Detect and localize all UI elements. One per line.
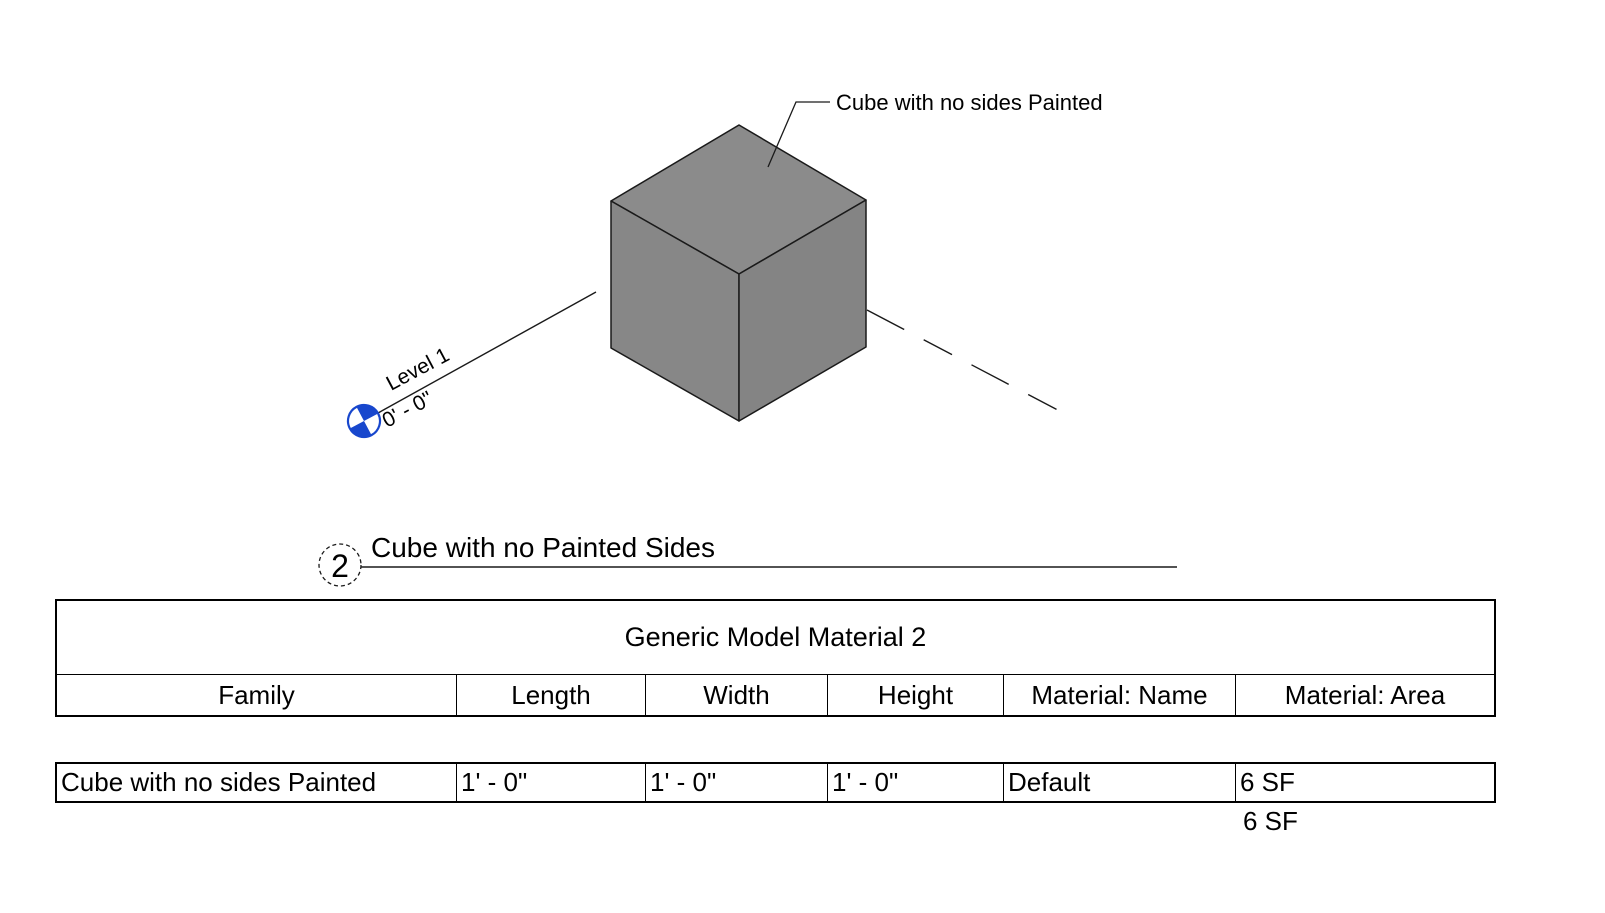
column-header-material-name[interactable]: Material: Name [1003, 675, 1235, 715]
level-elevation[interactable]: 0' - 0" [379, 387, 437, 432]
view-number[interactable]: 2 [331, 548, 349, 584]
cell-family[interactable]: Cube with no sides Painted [61, 767, 377, 797]
cell-width[interactable]: 1' - 0" [645, 764, 827, 801]
schedule-title[interactable]: Generic Model Material 2 [624, 622, 927, 652]
schedule-grand-total: 6 SF [1243, 806, 1298, 836]
schedule-data-row: Cube with no sides Painted 1' - 0" 1' - … [55, 762, 1496, 803]
cube-label[interactable]: Cube with no sides Painted [836, 90, 1103, 115]
column-header-material-area[interactable]: Material: Area [1235, 675, 1494, 715]
level-line[interactable] [377, 291, 597, 414]
cell-height[interactable]: 1' - 0" [827, 764, 1003, 801]
column-header-width[interactable]: Width [645, 675, 827, 715]
level-name[interactable]: Level 1 [383, 343, 454, 395]
level-line-dashed[interactable] [866, 309, 1072, 418]
cell-length[interactable]: 1' - 0" [456, 764, 645, 801]
view-title-text[interactable]: Cube with no Painted Sides [371, 532, 715, 563]
cube-right-face[interactable] [738, 199, 867, 422]
column-header-length[interactable]: Length [456, 675, 645, 715]
schedule-header-block: Generic Model Material 2 Family Length W… [55, 599, 1496, 717]
label-leader-line[interactable] [767, 101, 830, 168]
cube [610, 124, 867, 422]
level-head-icon[interactable] [342, 399, 385, 442]
schedule-column-headers: Family Length Width Height Material: Nam… [57, 674, 1494, 715]
column-header-family[interactable]: Family [218, 679, 295, 710]
cell-material-name[interactable]: Default [1003, 764, 1235, 801]
column-header-height[interactable]: Height [827, 675, 1003, 715]
cell-material-area[interactable]: 6 SF [1235, 764, 1494, 801]
view-number-bubble[interactable] [318, 543, 362, 587]
